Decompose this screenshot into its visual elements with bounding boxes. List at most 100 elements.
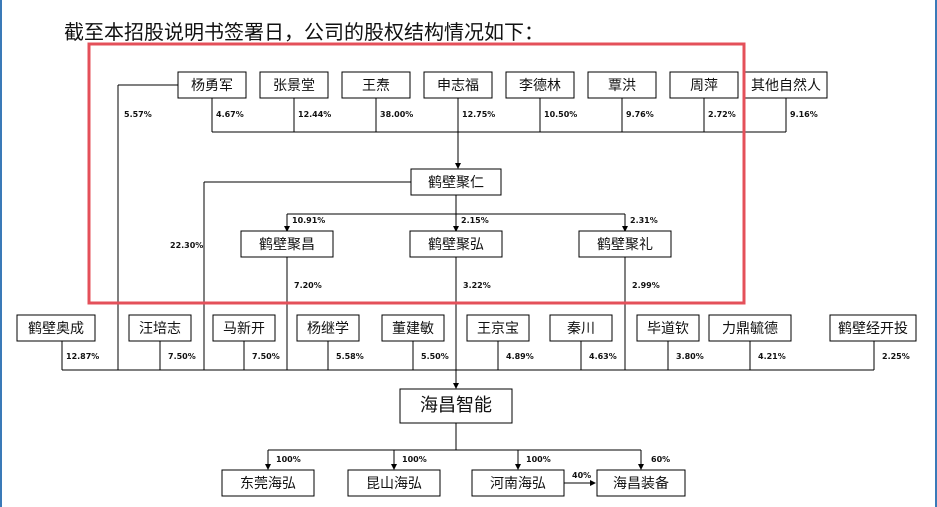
other-shareholder-10: 鹤壁经开投 (829, 314, 917, 342)
mid-entity-2: 鹤壁聚弘 (409, 230, 503, 258)
jr-box: 鹤壁聚仁 (410, 168, 502, 196)
other-shareholder-10-border (829, 314, 917, 342)
other-shareholder-7-border (549, 314, 613, 342)
shareholder-6-border (587, 71, 657, 99)
shareholder-8: 其他自然人 (744, 71, 828, 99)
mid-in-pct-label: 10.91% (292, 216, 325, 225)
other-shareholder-3-label: 马新开 (223, 321, 265, 337)
sub-pct-label: 100% (402, 455, 427, 464)
other-shareholder-4-border (296, 314, 360, 342)
other-shareholder-8-label: 毕道钦 (647, 321, 689, 337)
mid-entity-1-border (240, 230, 334, 258)
mid-in-pct-label: 2.15% (461, 216, 489, 225)
shareholder-3-border (341, 71, 411, 99)
subsidiary-4-label: 海昌装备 (613, 475, 669, 492)
other-shareholder-9-border (708, 314, 792, 342)
jr-direct-pct: 22.30% (170, 241, 203, 250)
other-shareholder-4: 杨继学 (296, 314, 360, 342)
top-pct-label: 10.50% (544, 110, 577, 119)
other-shareholder-1-border (16, 314, 96, 342)
shareholder-6: 覃洪 (587, 71, 657, 99)
mid-out-pct-label: 2.99% (632, 281, 660, 290)
other-shareholder-8-border (636, 314, 700, 342)
other-pct-label: 4.21% (758, 352, 786, 361)
shareholder-5-border (505, 71, 575, 99)
mid-entity-1-label: 鹤壁聚昌 (259, 237, 315, 253)
connector-lines (61, 84, 875, 486)
mid-entity-2-label: 鹤壁聚弘 (428, 237, 484, 253)
other-shareholder-3: 马新开 (212, 314, 276, 342)
other-pct-label: 4.89% (506, 352, 534, 361)
mid-out-pct-label: 7.20% (294, 281, 322, 290)
subsidiary-4-border (596, 469, 686, 497)
other-shareholder-1-label: 鹤壁奥成 (28, 320, 84, 337)
subsidiary-1: 东莞海弘 (221, 469, 315, 497)
other-shareholder-9-label: 力鼎毓德 (722, 321, 778, 337)
other-shareholder-2-label: 汪培志 (139, 321, 181, 337)
subsidiary-2-border (347, 469, 441, 497)
other-pct-label: 4.63% (589, 352, 617, 361)
shareholder-3-label: 王焘 (362, 78, 390, 94)
other-shareholder-1: 鹤壁奥成 (16, 314, 96, 342)
other-pct-label: 12.87% (66, 352, 99, 361)
percentage-labels: 4.67%12.44%38.00%12.75%10.50%9.76%2.72%9… (66, 110, 910, 480)
other-shareholder-9: 力鼎毓德 (708, 314, 792, 342)
sub-pct-label: 100% (276, 455, 301, 464)
subsidiary-3-label: 河南海弘 (490, 476, 546, 492)
target-box: 海昌智能 (399, 388, 513, 424)
henan-to-equip-pct: 40% (572, 471, 591, 480)
other-shareholder-5-border (381, 314, 445, 342)
shareholder-7: 周萍 (669, 71, 739, 99)
shareholder-2-label: 张景堂 (273, 78, 315, 94)
shareholder-5: 李德林 (505, 71, 575, 99)
other-shareholder-10-label: 鹤壁经开投 (838, 321, 908, 337)
top-pct-label: 9.16% (790, 110, 818, 119)
subsidiary-2: 昆山海弘 (347, 469, 441, 497)
top-pct-label: 12.44% (298, 110, 331, 119)
other-shareholder-7: 秦川 (549, 314, 613, 342)
shareholder-7-label: 周萍 (690, 78, 718, 94)
shareholder-8-label: 其他自然人 (751, 77, 821, 94)
shareholder-4-label: 申志福 (437, 78, 479, 94)
shareholder-5-label: 李德林 (519, 78, 561, 94)
yangyongjun-direct-pct: 5.57% (124, 110, 152, 119)
shareholder-1-label: 杨勇军 (191, 78, 233, 94)
other-shareholder-6: 王京宝 (466, 314, 530, 342)
shareholder-2-border (259, 71, 329, 99)
mid-entity-3-label: 鹤壁聚礼 (597, 237, 653, 253)
subsidiary-1-label: 东莞海弘 (240, 476, 296, 492)
page-heading: 截至本招股说明书签署日，公司的股权结构情况如下： (64, 20, 544, 44)
right-edge-bar (935, 0, 937, 507)
jr-box-label: 鹤壁聚仁 (428, 175, 484, 191)
mid-entity-3-border (578, 230, 672, 258)
target-box-label: 海昌智能 (420, 395, 492, 416)
sub-pct-label: 60% (651, 455, 670, 464)
subsidiary-1-border (221, 469, 315, 497)
subsidiary-2-label: 昆山海弘 (366, 476, 422, 492)
highlight-frame (87, 42, 746, 305)
other-pct-label: 5.50% (421, 352, 449, 361)
subsidiary-3: 河南海弘 (471, 469, 565, 497)
top-pct-label: 2.72% (708, 110, 736, 119)
mid-in-pct-label: 2.31% (630, 216, 658, 225)
other-shareholder-6-border (466, 314, 530, 342)
target-box-border (399, 388, 513, 424)
other-shareholder-2-border (128, 314, 192, 342)
other-shareholder-5-label: 董建敏 (392, 321, 434, 337)
top-pct-label: 12.75% (462, 110, 495, 119)
other-pct-label: 7.50% (168, 352, 196, 361)
subsidiary-3-border (471, 469, 565, 497)
top-pct-label: 4.67% (216, 110, 244, 119)
other-shareholder-3-border (212, 314, 276, 342)
shareholder-1: 杨勇军 (177, 71, 247, 99)
other-pct-label: 3.80% (676, 352, 704, 361)
other-pct-label: 2.25% (882, 352, 910, 361)
shareholder-8-border (744, 71, 828, 99)
other-shareholder-7-label: 秦川 (567, 321, 595, 337)
shareholder-6-label: 覃洪 (608, 78, 636, 94)
sub-pct-label: 100% (526, 455, 551, 464)
other-pct-label: 7.50% (252, 352, 280, 361)
other-shareholder-8: 毕道钦 (636, 314, 700, 342)
left-edge-bar (0, 0, 2, 507)
